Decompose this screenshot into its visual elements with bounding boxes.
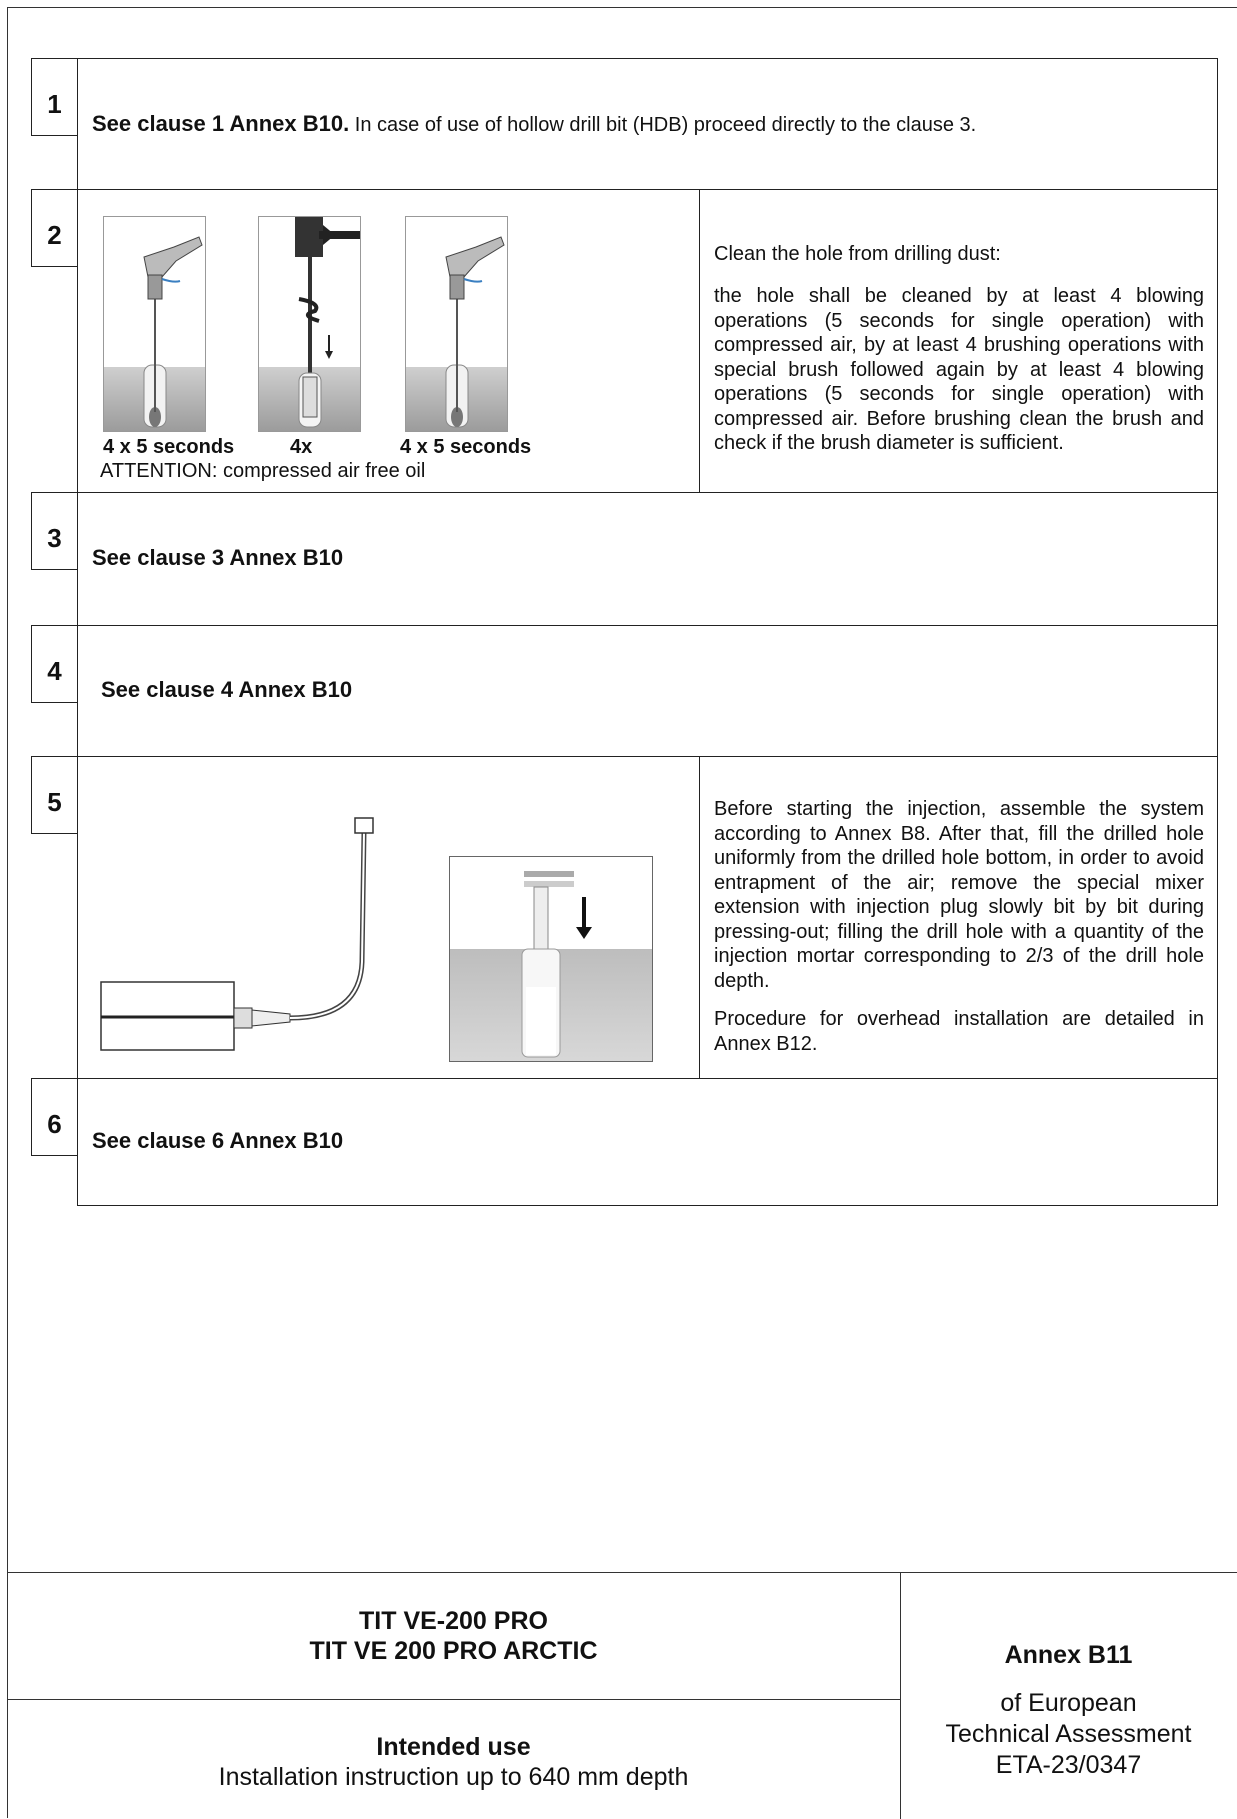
step-1-rest: In case of use of hollow drill bit (HDB)… <box>349 114 977 136</box>
step-5-text: Before starting the injection, assemble … <box>714 798 1204 992</box>
step-1-lead: See clause 1 Annex B10. <box>92 111 350 136</box>
step-number-4: 4 <box>31 625 77 703</box>
section-title: Intended use <box>376 1733 531 1761</box>
step-3-text: See clause 3 Annex B10 <box>92 545 344 570</box>
step-2-title: Clean the hole from drilling dust: <box>714 243 1001 265</box>
step-number-1: 1 <box>31 58 77 136</box>
eta-number: ETA-23/0347 <box>995 1751 1142 1779</box>
step-row-4: See clause 4 Annex B10 <box>77 625 1218 757</box>
step-number-2: 2 <box>31 189 77 267</box>
step-2-divider <box>699 190 700 492</box>
step-row-3: See clause 3 Annex B10 <box>77 492 1218 626</box>
blow-illustration-2 <box>405 216 508 432</box>
step-5-text-2: Procedure for overhead installation are … <box>714 1008 1204 1055</box>
step-4-text: See clause 4 Annex B10 <box>101 677 353 702</box>
step-2-text: the hole shall be cleaned by at least 4 … <box>714 285 1204 454</box>
eta-line-2: Technical Assessment <box>945 1720 1192 1748</box>
step-6-text: See clause 6 Annex B10 <box>92 1128 344 1153</box>
dispenser-illustration <box>100 817 374 1051</box>
annex-label: Annex B11 <box>1004 1641 1133 1669</box>
caption-brush: 4x <box>290 436 313 458</box>
product-name-1: TIT VE-200 PRO <box>359 1607 548 1635</box>
page-frame <box>7 7 1237 1818</box>
attention-note: ATTENTION: compressed air free oil <box>100 460 426 482</box>
injection-illustration <box>449 856 653 1062</box>
section-subtitle: Installation instruction up to 640 mm de… <box>218 1763 689 1791</box>
step-row-6: See clause 6 Annex B10 <box>77 1078 1218 1206</box>
step-number-6: 6 <box>31 1078 77 1156</box>
step-row-2: 4 x 5 seconds 4x 4 x 5 seconds ATTENTION… <box>77 189 1218 493</box>
brush-illustration <box>258 216 361 432</box>
step-number-3: 3 <box>31 492 77 570</box>
footer-divider-horizontal <box>7 1699 900 1700</box>
product-name-2: TIT VE 200 PRO ARCTIC <box>309 1637 598 1665</box>
eta-line-1: of European <box>1000 1689 1137 1717</box>
footer-divider-vertical <box>900 1573 901 1819</box>
caption-blow-2: 4 x 5 seconds <box>400 436 532 458</box>
step-row-5: Before starting the injection, assemble … <box>77 756 1218 1079</box>
step-number-5: 5 <box>31 756 77 834</box>
step-1-text: See clause 1 Annex B10. In case of use o… <box>92 111 1192 137</box>
caption-blow-1: 4 x 5 seconds <box>103 436 235 458</box>
step-row-1: See clause 1 Annex B10. In case of use o… <box>77 58 1218 190</box>
blow-illustration-1 <box>103 216 206 432</box>
step-5-divider <box>699 757 700 1078</box>
footer: TIT VE-200 PRO TIT VE 200 PRO ARCTIC Int… <box>7 1572 1237 1819</box>
